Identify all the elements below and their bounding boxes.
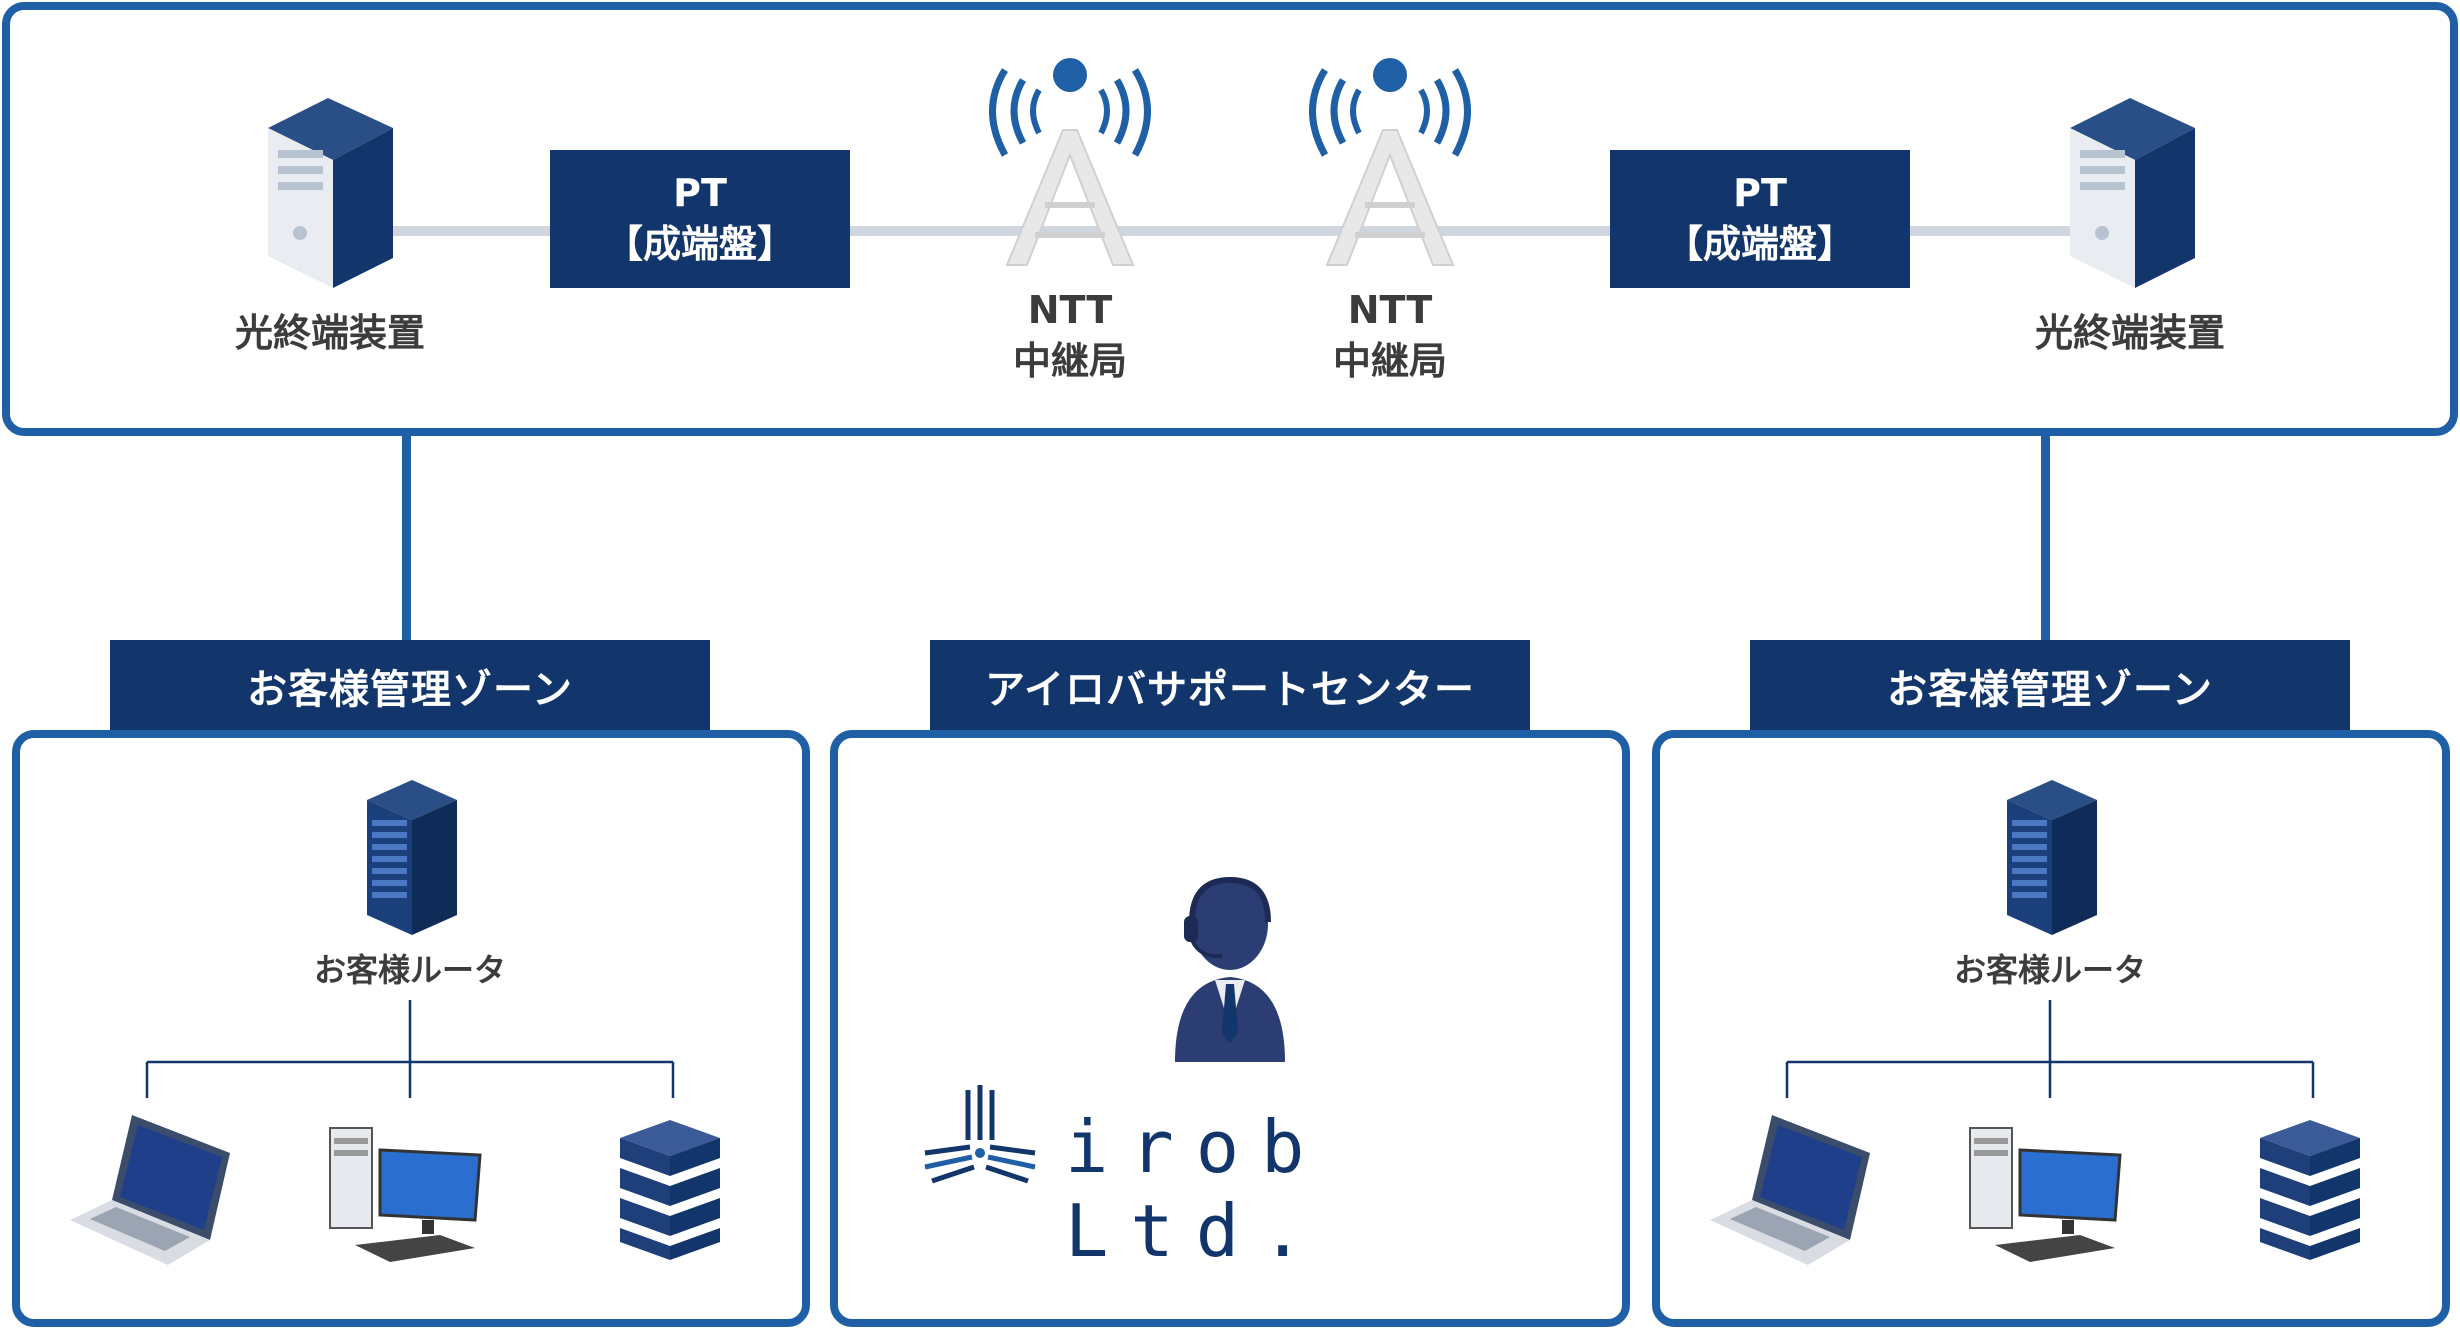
network-panel — [2, 2, 2458, 436]
right-network-tree — [1785, 1000, 2315, 1098]
left-pt-line1: PT — [673, 170, 727, 215]
desktop-pc-icon — [1969, 1127, 2122, 1262]
server-tower-icon — [2070, 98, 2195, 288]
right-pt-line1: PT — [1733, 170, 1787, 215]
relay-right-label: NTT 中継局 — [1280, 285, 1500, 388]
laptop-icon — [1710, 1115, 1870, 1265]
left-terminal-label: 光終端装置 — [234, 311, 425, 355]
irob-logo-icon — [924, 1085, 1036, 1184]
right-terminal-label: 光終端装置 — [2034, 311, 2225, 355]
operator-headset-icon — [1175, 876, 1285, 1062]
rack-server-icon — [2007, 780, 2097, 935]
server-stack-icon — [2260, 1120, 2360, 1260]
right-pt-box: PT 【成端盤】 — [1610, 150, 1910, 288]
relay-right-line2: 中継局 — [1332, 339, 1447, 384]
left-connector — [402, 436, 411, 642]
relay-left-label: NTT 中継局 — [960, 285, 1180, 388]
server-stack-icon — [620, 1120, 720, 1260]
logo-text: irob Ltd. — [1065, 1105, 1327, 1273]
left-router-label: お客様ルータ — [313, 951, 506, 989]
left-network-tree — [145, 1000, 675, 1098]
desktop-pc-icon — [329, 1127, 482, 1262]
relay-right-line1: NTT — [1347, 288, 1433, 332]
right-router-label: お客様ルータ — [1953, 951, 2146, 989]
server-tower-icon — [268, 98, 393, 288]
laptop-icon — [70, 1115, 230, 1265]
relay-left-line1: NTT — [1027, 288, 1113, 332]
center-zone-title: アイロバサポートセンター — [930, 640, 1530, 732]
wireless-tower-icon — [1309, 58, 1471, 266]
right-pt-line2: 【成端盤】 — [1664, 222, 1855, 266]
left-zone-title: お客様管理ゾーン — [110, 640, 710, 732]
wireless-tower-icon — [989, 58, 1151, 266]
rack-server-icon — [367, 780, 457, 935]
fiber-line — [390, 226, 2090, 236]
right-connector — [2041, 436, 2050, 642]
right-zone-title: お客様管理ゾーン — [1750, 640, 2350, 732]
left-pt-line2: 【成端盤】 — [604, 222, 795, 266]
relay-left-line2: 中継局 — [1012, 339, 1127, 384]
left-pt-box: PT 【成端盤】 — [550, 150, 850, 288]
